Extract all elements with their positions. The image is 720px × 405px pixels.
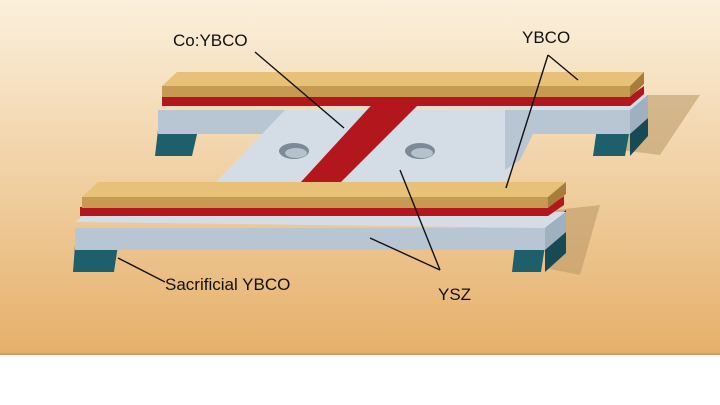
- label-ybco: YBCO: [522, 28, 570, 47]
- gold-back-front: [162, 86, 630, 97]
- gold-front-top: [82, 182, 566, 197]
- teal-pad-front-left: [73, 245, 118, 272]
- label-co-ybco: Co:YBCO: [173, 31, 248, 50]
- leader-ysz-1: [399, 169, 441, 271]
- red-layer-front: [80, 196, 564, 216]
- leader-ybco-back: [547, 54, 579, 81]
- leader-sacrificial: [117, 257, 166, 283]
- ysz-front-front: [75, 228, 545, 250]
- teal-pad-back-right: [593, 128, 630, 156]
- teal-pad-front-right: [512, 246, 545, 272]
- ysz-bridge-surface: [215, 110, 545, 183]
- label-ysz: YSZ: [438, 285, 471, 304]
- leader-co-ybco: [254, 51, 345, 129]
- teal-pad-back-left: [155, 130, 198, 156]
- gold-front-front: [82, 197, 548, 208]
- leader-ybco-front: [505, 54, 549, 189]
- leader-lines: [117, 51, 579, 283]
- label-sacrificial-ybco: Sacrificial YBCO: [165, 275, 290, 294]
- co-ybco-stripe: [300, 98, 425, 183]
- front-rail: [73, 182, 566, 272]
- leader-ysz-2: [369, 237, 441, 271]
